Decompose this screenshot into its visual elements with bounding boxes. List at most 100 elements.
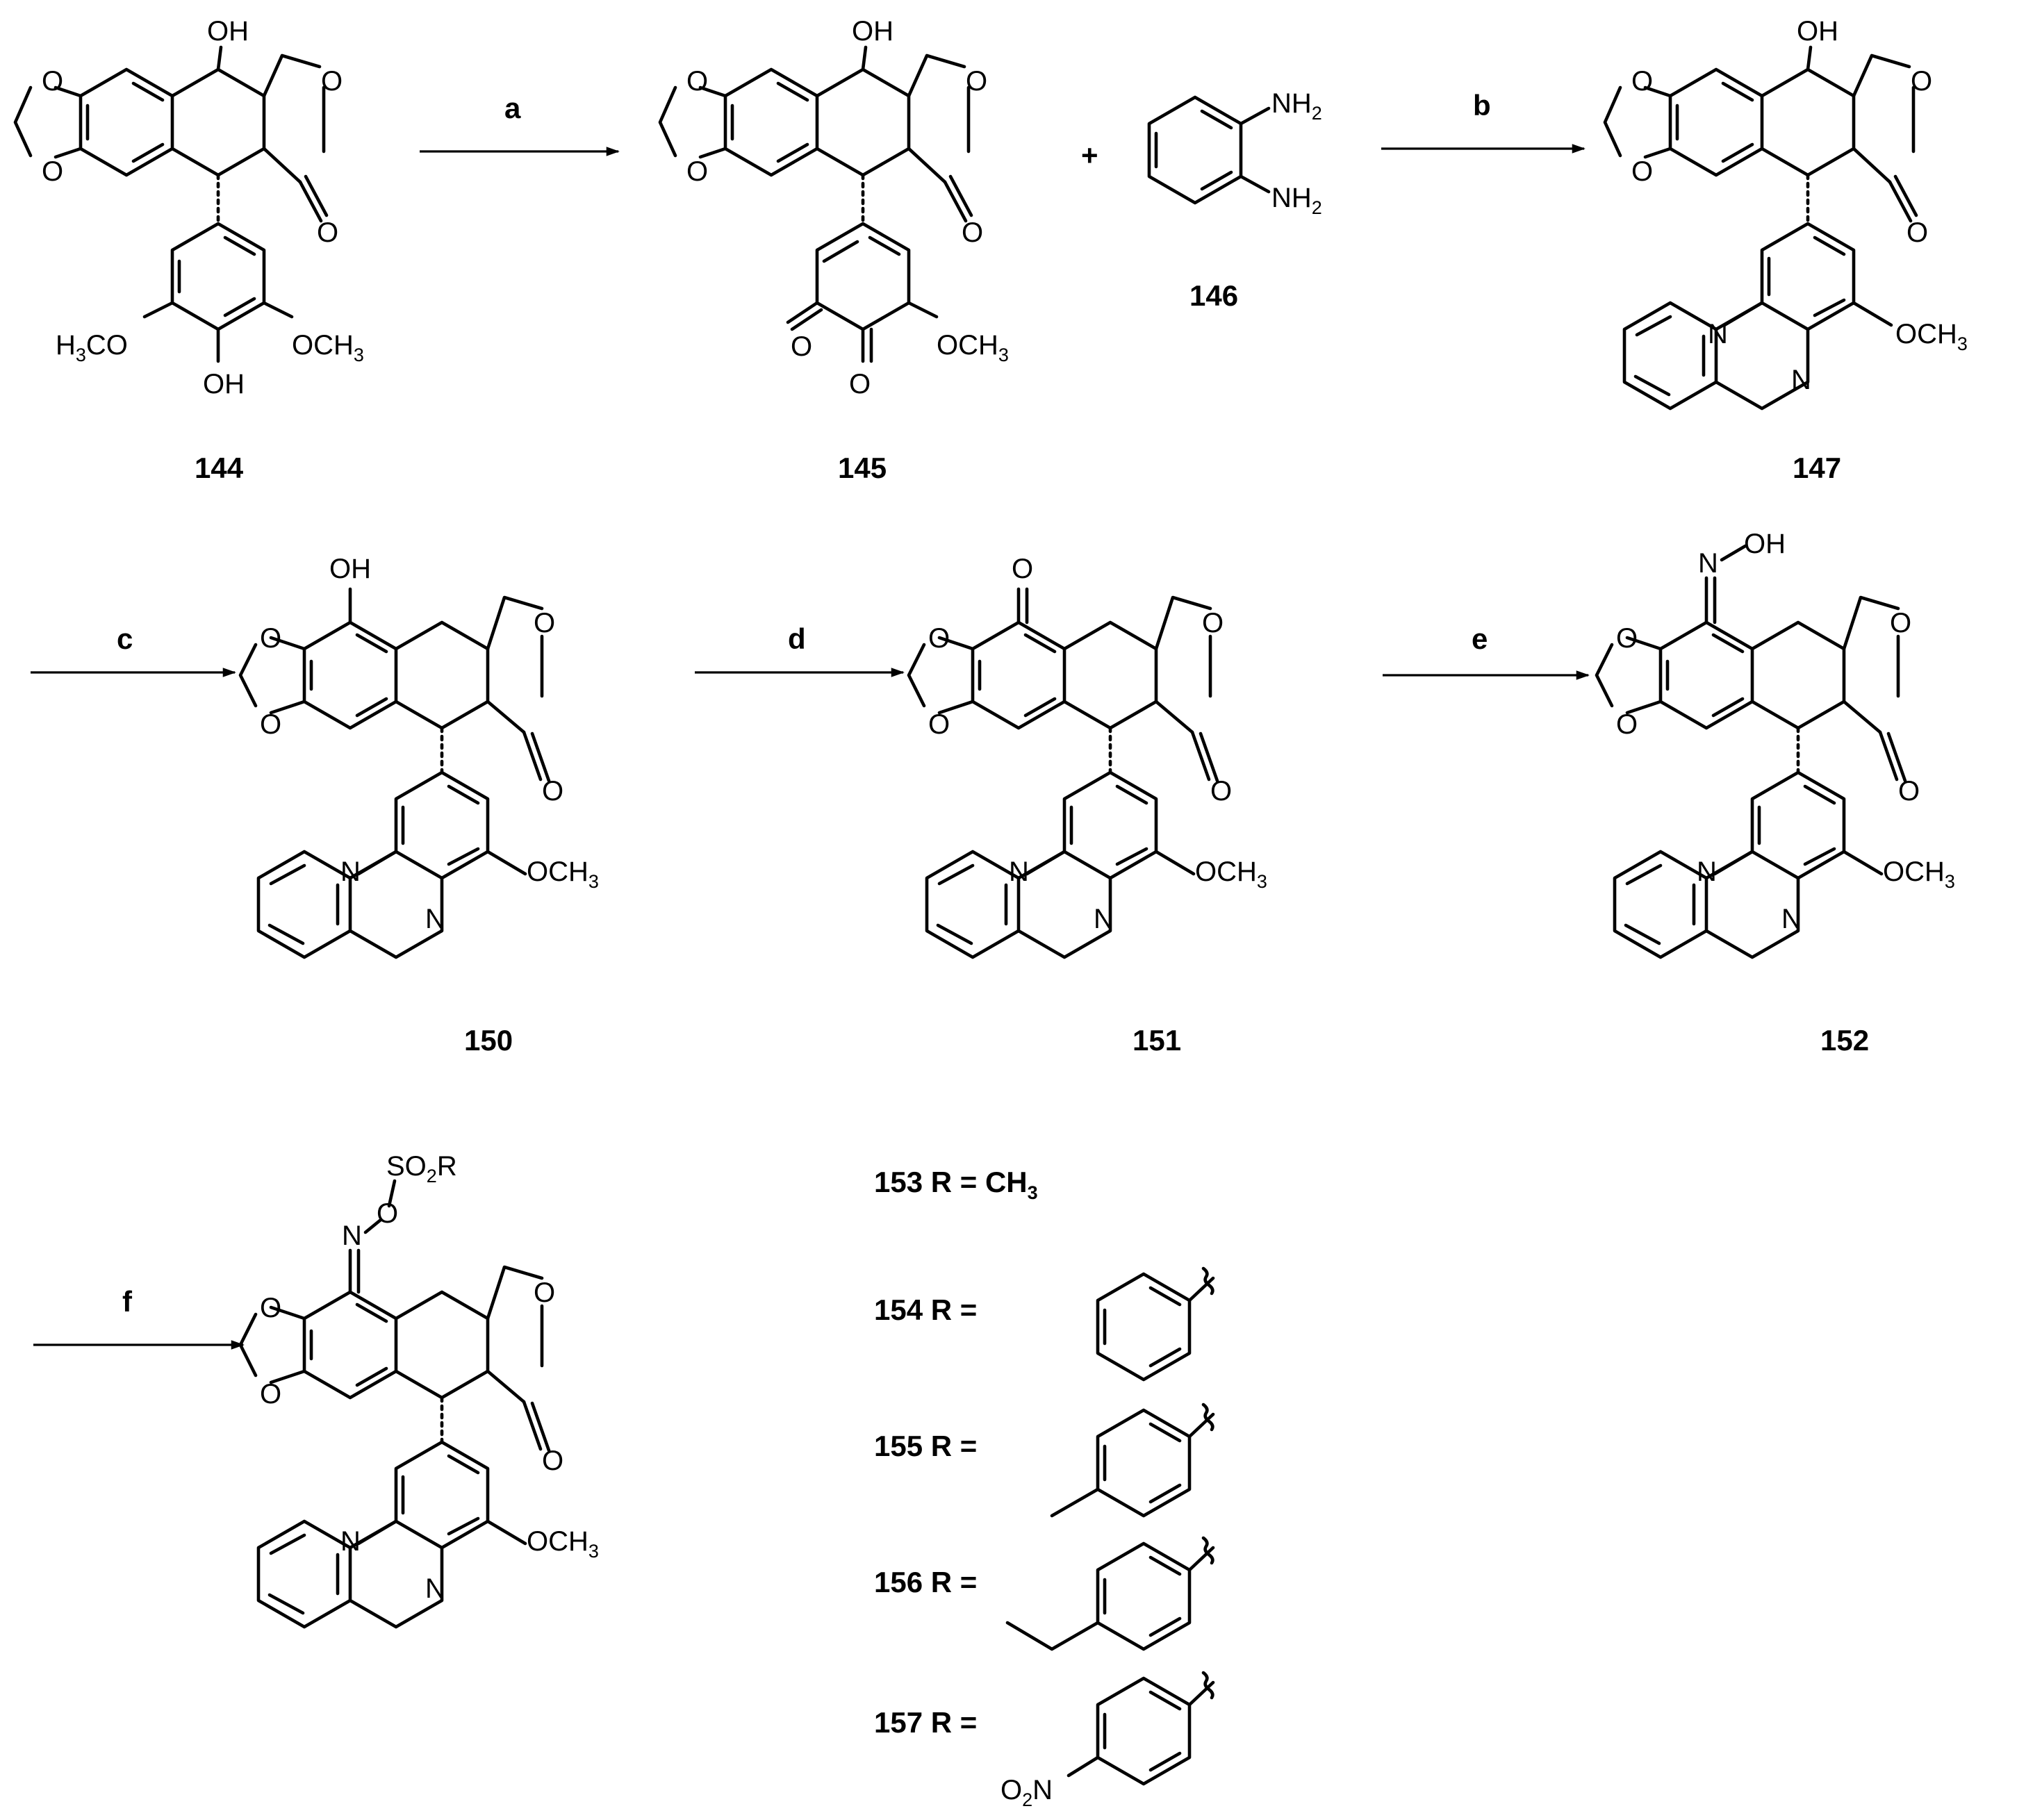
atom-o: O <box>849 369 871 399</box>
atom-n: N <box>1708 319 1728 349</box>
r-group-155: 155 R = <box>874 1403 1215 1518</box>
atom-n: N <box>1009 857 1029 887</box>
r-group-label-153: 153 R = CH3 <box>874 1166 1038 1203</box>
atom-o: O <box>1898 776 1920 806</box>
compound-151: O O O O O N N OCH3 151 <box>909 554 1267 1057</box>
atom-o: O <box>1616 709 1638 740</box>
compound-146: NH2 NH2 146 <box>1147 88 1322 312</box>
compound-label-150: 150 <box>464 1024 513 1057</box>
methoxy-left: H3CO <box>56 330 128 365</box>
atom-o: O <box>260 1379 281 1409</box>
compound-144: OH O O O O H3CO OCH3 OH 144 <box>13 16 364 484</box>
reaction-arrow-e: e <box>1383 622 1590 680</box>
compound-label-151: 151 <box>1133 1024 1181 1057</box>
r-group-label-157: 157 R = <box>874 1706 977 1739</box>
atom-o: O <box>260 1293 281 1323</box>
r-group-156: 156 R = <box>874 1536 1215 1651</box>
atom-o: O <box>317 217 338 248</box>
atom-n: N <box>1094 904 1114 934</box>
reagent-label-f: f <box>122 1285 133 1318</box>
atom-n: N <box>342 1221 362 1251</box>
reaction-arrow-f: f <box>33 1285 245 1350</box>
compound-152: N OH O O O O N N OCH3 152 <box>1597 529 1955 1057</box>
amine-top: NH2 <box>1271 88 1322 124</box>
atom-oh: OH <box>207 16 249 47</box>
sulfonate-product: N O SO2R O O O O N N OCH3 <box>240 1151 599 1627</box>
compound-label-152: 152 <box>1820 1024 1869 1057</box>
compound-150: OH O O O O N N OCH3 150 <box>240 554 599 1057</box>
atom-o: O <box>686 66 708 97</box>
atom-n: N <box>425 904 445 934</box>
atom-o: O <box>42 156 63 187</box>
r-group-153: 153 R = CH3 <box>874 1166 1038 1203</box>
atom-oh: OH <box>1744 529 1786 559</box>
sulfonyl-group: SO2R <box>386 1151 457 1186</box>
atom-o: O <box>1012 554 1033 584</box>
atom-o: O <box>1631 66 1653 97</box>
atom-o: O <box>260 623 281 654</box>
atom-n: N <box>340 857 361 887</box>
atom-o: O <box>791 331 812 362</box>
r-group-label-154: 154 R = <box>874 1293 977 1326</box>
methoxy-right: OCH3 <box>1883 857 1955 892</box>
reaction-arrow-a: a <box>420 92 620 156</box>
compound-label-144: 144 <box>195 452 244 484</box>
r-group-157: 157 R = O2N <box>874 1671 1215 1810</box>
atom-o: O <box>1631 156 1653 187</box>
amine-bottom: NH2 <box>1271 183 1322 218</box>
compound-145: OH O O O O O OCH3 O 145 <box>658 16 1009 484</box>
atom-o: O <box>42 66 63 97</box>
atom-o: O <box>1202 608 1224 638</box>
atom-oh: OH <box>1797 16 1838 47</box>
reagent-label-c: c <box>117 622 133 655</box>
compound-147: OH O O O O N N OCH3 147 <box>1603 16 1968 484</box>
reagent-label-d: d <box>788 622 806 655</box>
methoxy-right: OCH3 <box>292 330 364 365</box>
atom-n: N <box>340 1526 361 1557</box>
atom-o: O <box>1210 776 1232 806</box>
compound-label-147: 147 <box>1793 452 1841 484</box>
nitro-group: O2N <box>1000 1775 1053 1810</box>
reaction-arrow-c: c <box>31 622 236 677</box>
r-group-label-156: 156 R = <box>874 1566 977 1598</box>
atom-o: O <box>966 66 987 97</box>
atom-o: O <box>1890 608 1911 638</box>
atom-o: O <box>534 608 555 638</box>
reagent-label-e: e <box>1472 622 1488 655</box>
atom-o: O <box>260 709 281 740</box>
atom-o: O <box>928 709 950 740</box>
reagent-label-b: b <box>1473 89 1491 122</box>
atom-o: O <box>1911 66 1932 97</box>
atom-n: N <box>1781 904 1802 934</box>
atom-n: N <box>1697 857 1717 887</box>
plus-sign: + <box>1081 139 1098 172</box>
atom-o: O <box>686 156 708 187</box>
atom-o: O <box>1616 623 1638 654</box>
atom-n: N <box>425 1573 445 1604</box>
atom-o: O <box>962 217 983 248</box>
atom-oh: OH <box>329 554 371 584</box>
atom-n: N <box>1698 548 1718 579</box>
r-group-154: 154 R = <box>874 1266 1215 1382</box>
atom-o: O <box>928 623 950 654</box>
compound-label-145: 145 <box>838 452 887 484</box>
methoxy-right: OCH3 <box>527 1526 599 1562</box>
atom-o: O <box>321 66 343 97</box>
atom-n: N <box>1791 365 1811 395</box>
atom-o: O <box>377 1198 398 1229</box>
atom-o: O <box>1906 217 1928 248</box>
reagent-label-a: a <box>504 92 521 124</box>
compound-label-146: 146 <box>1189 279 1238 312</box>
methoxy-right: OCH3 <box>1195 857 1267 892</box>
atom-o: O <box>534 1277 555 1308</box>
reaction-arrow-b: b <box>1381 89 1586 154</box>
r-group-label-155: 155 R = <box>874 1430 977 1462</box>
atom-oh: OH <box>852 16 893 47</box>
atom-o: O <box>542 1446 563 1476</box>
atom-o: O <box>542 776 563 806</box>
methoxy-right: OCH3 <box>527 857 599 892</box>
atom-oh: OH <box>203 369 245 399</box>
reaction-arrow-d: d <box>695 622 905 677</box>
methoxy-right: OCH3 <box>937 330 1009 365</box>
